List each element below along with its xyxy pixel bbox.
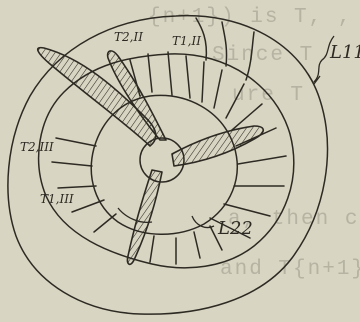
radial-stroke: [58, 186, 96, 188]
radial-stroke: [150, 236, 154, 262]
blade-lower: [127, 170, 162, 264]
radial-stroke: [246, 32, 254, 80]
label-l22: L22: [218, 218, 253, 239]
radial-stroke: [238, 156, 286, 164]
radial-stroke: [56, 138, 96, 146]
label-t2iii: T2,III: [20, 140, 54, 154]
inner-curve: [91, 95, 237, 234]
radial-stroke: [94, 214, 116, 232]
label-t2ii: T2,II: [114, 30, 143, 44]
radial-stroke: [224, 204, 270, 216]
radial-stroke: [226, 84, 244, 118]
radial-stroke: [202, 62, 204, 102]
label-t1iii: T1,III: [40, 192, 74, 206]
radial-stroke: [148, 54, 152, 92]
radial-stroke: [214, 70, 222, 108]
blade-right: [172, 126, 263, 166]
label-l11: L11: [330, 42, 360, 63]
radial-stroke: [194, 232, 200, 258]
radial-stroke: [222, 22, 227, 66]
radial-stroke: [52, 162, 92, 166]
radial-stroke: [168, 52, 172, 95]
label-t1ii: T1,II: [172, 34, 201, 48]
radial-stroke: [186, 56, 190, 98]
radial-stroke: [72, 200, 104, 212]
